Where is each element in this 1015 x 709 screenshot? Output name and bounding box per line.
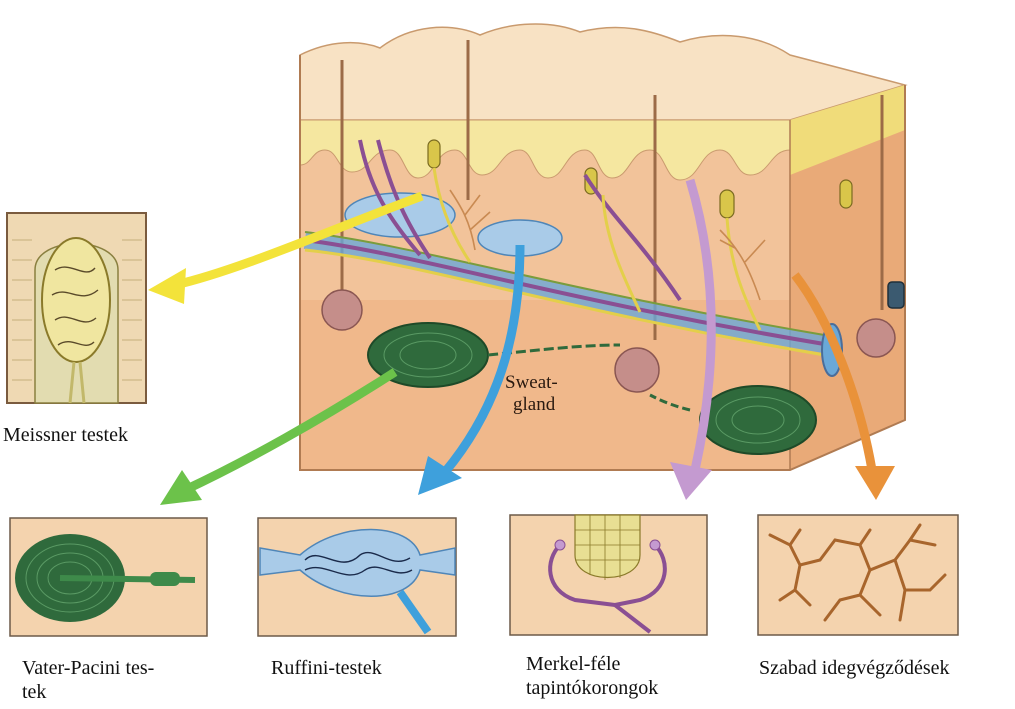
label-free-nerve: Szabad idegvégződések bbox=[759, 656, 949, 680]
label-meissner: Meissner testek bbox=[3, 423, 128, 447]
inset-meissner bbox=[7, 213, 146, 403]
label-pacini-line2: tek bbox=[22, 680, 154, 704]
hair-follicle bbox=[888, 282, 904, 308]
label-merkel-line2: tapintókorongok bbox=[526, 676, 658, 700]
label-pacini: Vater-Pacini tes- tek bbox=[22, 656, 154, 704]
label-merkel-line1: Merkel-féle bbox=[526, 652, 658, 676]
skin-block bbox=[300, 24, 905, 470]
skin-top-surface bbox=[300, 24, 905, 120]
sweat-gland-label-line1: Sweat- bbox=[505, 372, 558, 394]
sweat-gland-label: Sweat- gland bbox=[505, 372, 558, 416]
label-pacini-line1: Vater-Pacini tes- bbox=[22, 656, 154, 680]
inset-merkel bbox=[510, 515, 707, 635]
inset-pacini bbox=[10, 518, 207, 636]
inset-free-nerve bbox=[758, 515, 958, 635]
label-ruffini: Ruffini-testek bbox=[271, 656, 382, 680]
sweat-gland-label-line2: gland bbox=[505, 394, 558, 416]
inset-ruffini bbox=[258, 518, 456, 636]
label-merkel: Merkel-féle tapintókorongok bbox=[526, 652, 658, 700]
